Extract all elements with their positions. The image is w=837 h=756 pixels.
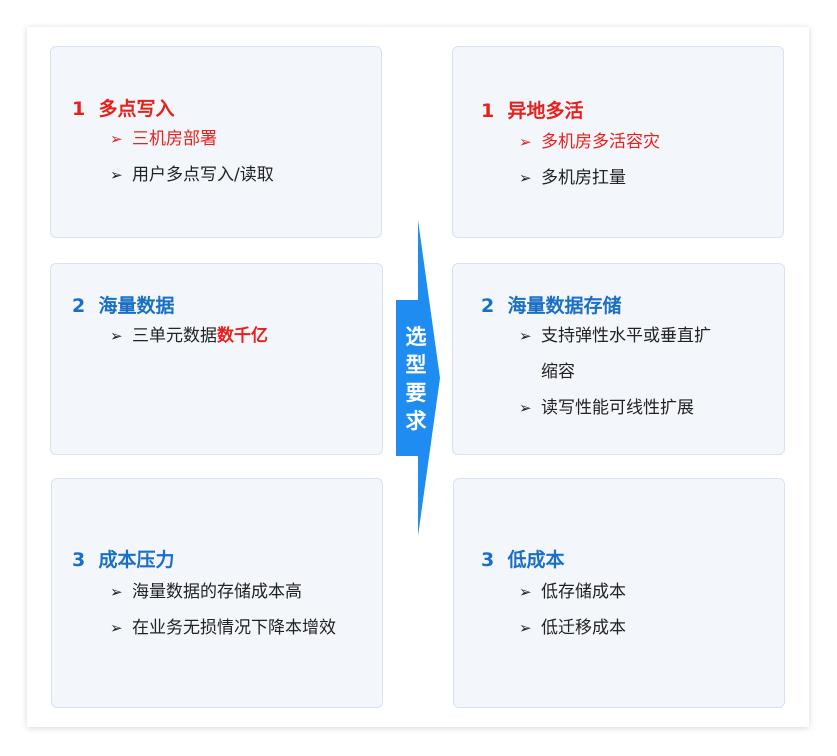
right-card-2 <box>452 263 785 455</box>
arrow-bullet-icon: ➢ <box>110 619 123 637</box>
right-card-1-item-1-text: 多机房多活容灾 <box>541 132 660 152</box>
left-card-1-number: 1 <box>72 98 86 120</box>
right-card-2-item-2: ➢ 读写性能可线性扩展 <box>519 397 694 419</box>
right-card-1 <box>452 46 784 238</box>
right-card-3-item-1: ➢ 低存储成本 <box>519 581 626 603</box>
right-card-3-item-2: ➢ 低迁移成本 <box>519 617 626 639</box>
left-card-2 <box>50 263 383 455</box>
left-card-2-title: 海量数据 <box>98 295 175 317</box>
arrow-bullet-icon: ➢ <box>110 166 123 184</box>
right-card-3-number: 3 <box>481 549 495 571</box>
arrow-bullet-icon: ➢ <box>110 583 123 601</box>
arrow-bullet-icon: ➢ <box>519 399 532 417</box>
left-card-2-item-1: ➢ 三单元数据数千亿 <box>110 325 268 347</box>
left-card-1-item-1: ➢ 三机房部署 <box>110 128 217 150</box>
right-card-3-item-1-text: 低存储成本 <box>541 582 626 602</box>
right-card-3 <box>453 478 785 708</box>
left-card-3-item-2-text: 在业务无损情况下降本增效 <box>132 618 336 638</box>
right-card-1-item-2: ➢ 多机房扛量 <box>519 167 626 189</box>
left-card-1-item-2: ➢ 用户多点写入/读取 <box>110 164 274 186</box>
right-card-2-item-1: ➢ 支持弹性水平或垂直扩 <box>519 325 711 347</box>
left-card-1-heading: 1 多点写入 <box>72 94 174 121</box>
right-card-1-item-1: ➢ 多机房多活容灾 <box>519 131 660 153</box>
left-card-2-item-1-highlight: 数千亿 <box>217 326 268 346</box>
arrow-label-char-1: 选 <box>405 325 427 349</box>
right-card-1-heading: 1 异地多活 <box>481 96 583 123</box>
right-card-1-number: 1 <box>481 100 495 122</box>
left-card-2-heading: 2 海量数据 <box>72 291 174 318</box>
right-card-3-heading: 3 低成本 <box>481 545 564 572</box>
arrow-bullet-icon: ➢ <box>519 619 532 637</box>
right-card-2-title: 海量数据存储 <box>507 295 622 317</box>
right-card-1-title: 异地多活 <box>507 100 584 122</box>
left-card-3 <box>51 478 383 708</box>
arrow-bullet-icon: ➢ <box>519 327 532 345</box>
selection-arrow-label: 选 型 要 求 <box>396 323 436 435</box>
right-card-3-item-2-text: 低迁移成本 <box>541 618 626 638</box>
left-card-3-number: 3 <box>72 549 86 571</box>
left-card-3-title: 成本压力 <box>98 549 175 571</box>
arrow-bullet-icon: ➢ <box>110 130 123 148</box>
left-card-2-number: 2 <box>72 295 86 317</box>
arrow-bullet-icon: ➢ <box>519 133 532 151</box>
right-card-2-item-2-text: 读写性能可线性扩展 <box>541 398 694 418</box>
arrow-bullet-icon: ➢ <box>519 169 532 187</box>
arrow-label-char-4: 求 <box>405 409 427 433</box>
left-card-1-item-2-text: 用户多点写入/读取 <box>132 165 274 185</box>
arrow-label-char-2: 型 <box>405 353 427 377</box>
right-card-2-item-1-text: 支持弹性水平或垂直扩 <box>541 326 711 346</box>
left-card-1-title: 多点写入 <box>98 98 175 120</box>
arrow-bullet-icon: ➢ <box>519 583 532 601</box>
right-card-2-heading: 2 海量数据存储 <box>481 291 621 318</box>
right-card-3-title: 低成本 <box>507 549 565 571</box>
right-card-2-number: 2 <box>481 295 495 317</box>
left-card-3-heading: 3 成本压力 <box>72 545 174 572</box>
left-card-3-item-1-text: 海量数据的存储成本高 <box>132 582 302 602</box>
selection-arrow-shape <box>396 220 440 536</box>
right-card-2-item-1-continuation-text: 缩容 <box>541 362 575 382</box>
right-card-2-item-1-continuation: 缩容 <box>541 361 575 383</box>
arrow-label-char-3: 要 <box>405 381 427 405</box>
right-card-1-item-2-text: 多机房扛量 <box>541 168 626 188</box>
left-card-1 <box>50 46 382 238</box>
left-card-3-item-1: ➢ 海量数据的存储成本高 <box>110 581 302 603</box>
left-card-2-item-1-text: 三单元数据 <box>132 326 217 346</box>
left-card-1-item-1-text: 三机房部署 <box>132 129 217 149</box>
arrow-bullet-icon: ➢ <box>110 327 123 345</box>
left-card-3-item-2: ➢ 在业务无损情况下降本增效 <box>110 617 336 639</box>
